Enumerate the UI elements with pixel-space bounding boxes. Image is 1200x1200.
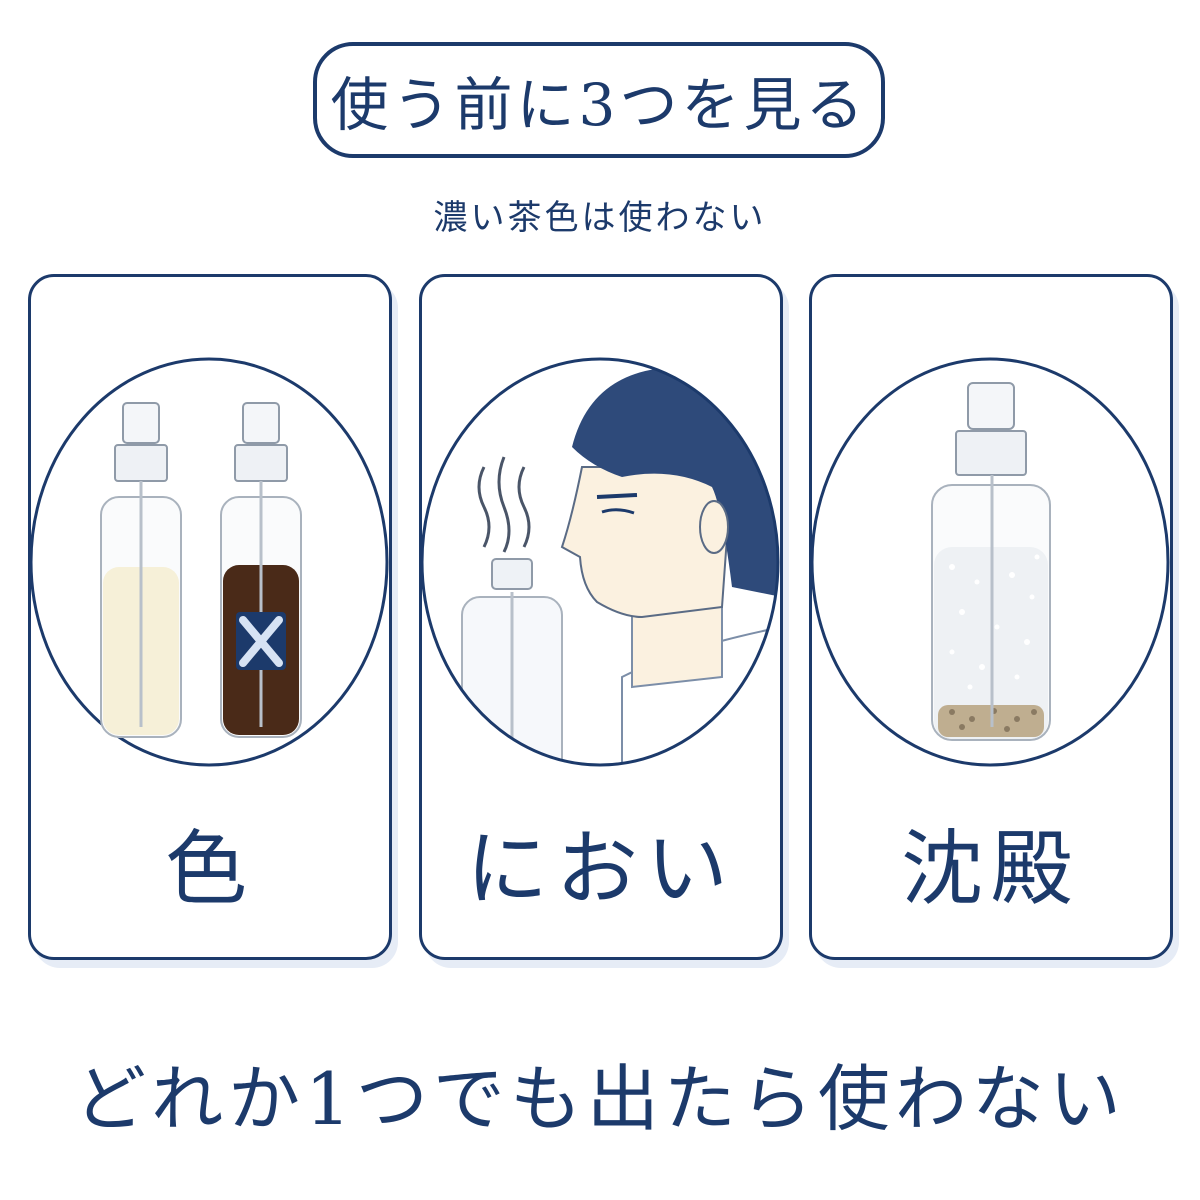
card-sediment: 沈殿 [809,274,1173,960]
footer-message: どれか1つでも出たら使わない [74,1057,1126,1141]
clear-bottle-icon [100,402,182,738]
bottle-sediment-icon [812,357,1170,767]
card-color: 色 [28,274,392,960]
card-label-smell: におい [465,822,736,917]
person-smelling-bottle-icon [422,357,780,767]
page-subtitle: 濃い茶色は使わない [433,198,767,238]
card-smell: におい [419,274,783,960]
brown-bottle-icon [220,402,302,738]
title-box: 使う前に3つを見る [313,42,885,158]
page-title: 使う前に3つを見る [330,71,868,139]
card-label-sediment: 沈殿 [900,822,1081,917]
spray-bottles-color-icon [31,357,389,767]
card-label-color: 色 [164,822,255,917]
